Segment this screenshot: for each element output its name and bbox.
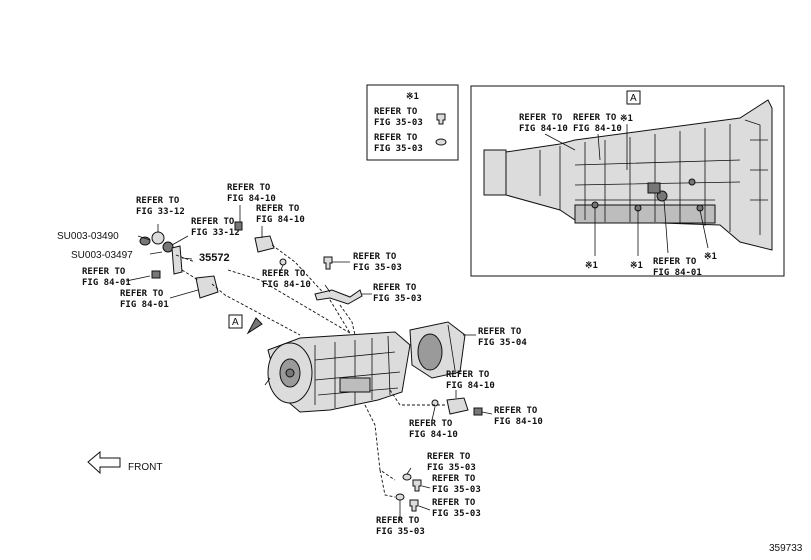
part-35572-number[interactable]: 35572: [199, 252, 230, 264]
fig-35-03-e[interactable]: FIG 35-03: [432, 509, 481, 519]
refer-35-03-b[interactable]: REFER TO: [373, 283, 417, 293]
view-a-label-box: [626, 90, 641, 105]
front-indicator: FRONT: [87, 450, 162, 475]
left-parts-cluster: REFER TO FIG 33-12 REFER TO FIG 33-12 SU…: [57, 196, 351, 336]
fig-35-04[interactable]: FIG 35-04: [478, 338, 527, 348]
fig-84-10-e[interactable]: FIG 84-10: [494, 417, 543, 427]
fig-84-10-f[interactable]: FIG 84-10: [409, 430, 458, 440]
legend-refer-1[interactable]: REFER TO: [374, 107, 418, 117]
refer-84-10-c[interactable]: REFER TO: [262, 269, 306, 279]
plug-bolt-a: [412, 479, 422, 492]
sensor-bolt-b: [473, 407, 483, 416]
refer-84-10-f[interactable]: REFER TO: [409, 419, 453, 429]
lever-part: [171, 245, 183, 275]
su003-03497-code[interactable]: SU003-03497: [71, 250, 133, 261]
refer-84-10-d[interactable]: REFER TO: [446, 370, 490, 380]
illustration-code: 359733: [769, 543, 803, 554]
refer-33-12-b[interactable]: REFER TO: [191, 217, 235, 227]
sensor-oring: [279, 258, 287, 266]
upper-middle-parts: REFER TO FIG 84-10 REFER TO FIG 84-10 RE…: [227, 183, 422, 336]
plug-washer-b: [395, 493, 405, 501]
su003-03490-code[interactable]: SU003-03490: [57, 231, 119, 242]
main-transmission: [264, 331, 411, 413]
inset-refer-1[interactable]: REFER TO: [519, 113, 563, 123]
legend-fig-1[interactable]: FIG 35-03: [374, 118, 423, 128]
legend-refer-2[interactable]: REFER TO: [374, 133, 418, 143]
fig-35-03-d[interactable]: FIG 35-03: [432, 485, 481, 495]
seal-part: [151, 231, 165, 245]
refer-84-10-a[interactable]: REFER TO: [227, 183, 271, 193]
legend-note-mark: ※1: [406, 92, 419, 102]
refer-35-03-a[interactable]: REFER TO: [353, 252, 397, 262]
legend-washer-icon: [435, 138, 447, 146]
refer-35-04[interactable]: REFER TO: [478, 327, 522, 337]
refer-35-03-e[interactable]: REFER TO: [432, 498, 476, 508]
fig-35-03-c[interactable]: FIG 35-03: [427, 463, 476, 473]
extension-housing: REFER TO FIG 35-04: [409, 321, 527, 379]
bracket-part: [314, 289, 363, 305]
view-a-arrow-icon: [246, 317, 263, 335]
fig-33-12-a[interactable]: FIG 33-12: [136, 207, 185, 217]
inset-refer-2[interactable]: REFER TO: [573, 113, 617, 123]
transmission-side-view: [483, 99, 773, 251]
refer-35-03-f[interactable]: REFER TO: [376, 516, 420, 526]
fig-35-03-b[interactable]: FIG 35-03: [373, 294, 422, 304]
fig-84-01-b[interactable]: FIG 84-01: [120, 300, 169, 310]
refer-33-12-a[interactable]: REFER TO: [136, 196, 180, 206]
refer-84-01-b[interactable]: REFER TO: [120, 289, 164, 299]
fig-33-12-b[interactable]: FIG 33-12: [191, 228, 240, 238]
legend-fig-2[interactable]: FIG 35-03: [374, 144, 423, 154]
oring-part: [162, 241, 174, 253]
inset-refer-3[interactable]: REFER TO: [653, 257, 697, 267]
refer-84-01-a[interactable]: REFER TO: [82, 267, 126, 277]
refer-84-10-e[interactable]: REFER TO: [494, 406, 538, 416]
view-a-indicator: A: [228, 314, 263, 335]
bolt-part-a: [151, 270, 161, 279]
legend-bolt-icon: [436, 113, 446, 125]
inset-note-top: ※1: [620, 114, 633, 124]
front-label: FRONT: [128, 462, 162, 473]
right-lower-parts: REFER TO FIG 84-10 REFER TO FIG 84-10 RE…: [364, 370, 543, 537]
fig-84-10-c[interactable]: FIG 84-10: [262, 280, 311, 290]
legend-box: ※1 REFER TO FIG 35-03 REFER TO FIG 35-03: [366, 84, 459, 161]
view-a-indicator-label: A: [232, 317, 239, 328]
refer-84-10-b[interactable]: REFER TO: [256, 204, 300, 214]
inset-fig-1[interactable]: FIG 84-10: [519, 124, 568, 134]
fig-35-03-f[interactable]: FIG 35-03: [376, 527, 425, 537]
fig-35-03-a[interactable]: FIG 35-03: [353, 263, 402, 273]
view-a-inset: A REFER TO FIG 84-10 REFER TO FIG 84-10 …: [470, 85, 785, 278]
speed-sensor: [254, 235, 275, 253]
view-a-label: A: [630, 93, 637, 104]
plug-bolt-b: [409, 499, 419, 512]
inset-note-bm: ※1: [630, 261, 643, 271]
speed-sensor-b: [446, 397, 469, 415]
switch-part: [195, 275, 219, 299]
sensor-bolt: [234, 221, 243, 231]
inset-fig-2[interactable]: FIG 84-10: [573, 124, 622, 134]
refer-35-03-d[interactable]: REFER TO: [432, 474, 476, 484]
fig-84-01-a[interactable]: FIG 84-01: [82, 278, 131, 288]
plug-washer-a: [402, 473, 412, 481]
front-arrow-icon: [87, 450, 121, 475]
bolt-part-b: [323, 256, 333, 270]
inset-fig-3[interactable]: FIG 84-01: [653, 268, 702, 278]
fig-84-10-d[interactable]: FIG 84-10: [446, 381, 495, 391]
fig-84-10-a[interactable]: FIG 84-10: [227, 194, 276, 204]
inset-note-br: ※1: [704, 252, 717, 262]
sensor-oring-b: [431, 399, 439, 407]
inset-note-bl: ※1: [585, 261, 598, 271]
fig-84-10-b[interactable]: FIG 84-10: [256, 215, 305, 225]
refer-35-03-c[interactable]: REFER TO: [427, 452, 471, 462]
